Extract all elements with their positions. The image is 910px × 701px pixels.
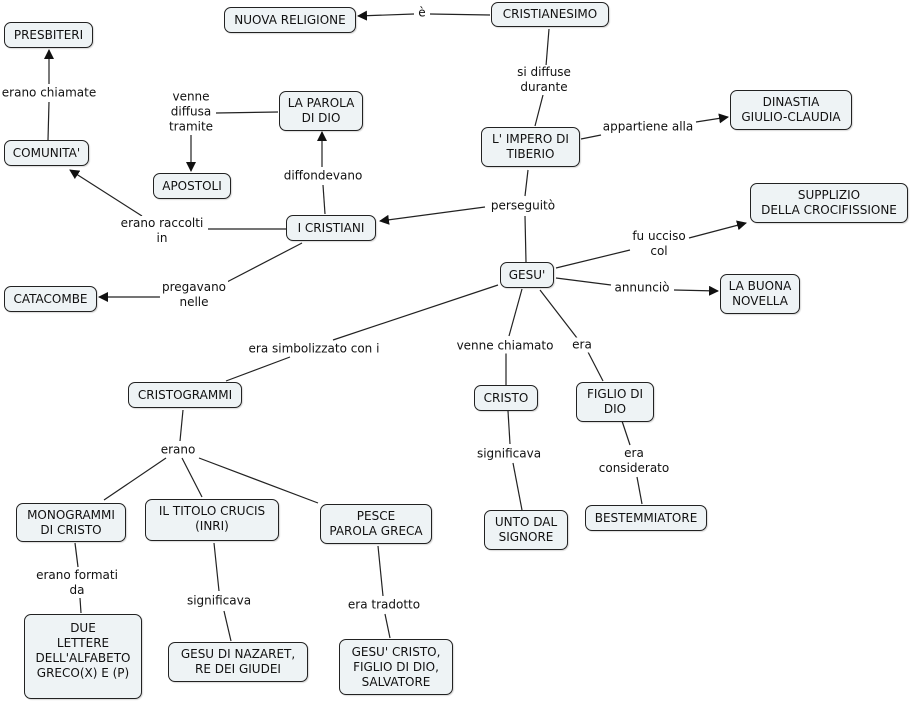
edge-line (213, 542, 220, 592)
link-label-diffondevano: diffondevano (281, 168, 365, 184)
edge-line (580, 134, 602, 140)
edge-line (524, 169, 529, 197)
edge-line (524, 215, 527, 263)
link-label-fu-ucciso-col: fu ucciso col (630, 229, 688, 259)
node-gesu-nazaret[interactable]: GESU DI NAZARET, RE DEI GIUDEI (168, 642, 308, 682)
link-label-era: era (570, 337, 594, 353)
edge-line (508, 288, 523, 337)
node-apostoli[interactable]: APOSTOLI (153, 173, 231, 199)
node-comunita[interactable]: COMUNITA' (4, 140, 89, 166)
edge-line (74, 542, 79, 568)
node-nuova-religione[interactable]: NUOVA RELIGIONE (224, 7, 356, 33)
link-label-era-considerato: era considerato (596, 446, 672, 476)
edge-line (545, 28, 550, 67)
link-label-erano-chiamate: erano chiamate (0, 85, 99, 101)
link-label-pregavano-nelle: pregavano nelle (159, 280, 229, 310)
edge-arrow (673, 285, 719, 296)
link-label-significava-cristo: significava (474, 446, 544, 462)
node-i-cristiani[interactable]: I CRISTIANI (286, 215, 376, 241)
edge-arrow (69, 169, 143, 217)
link-label-si-diffuse-durante: si diffuse durante (515, 65, 573, 95)
link-label-annuncio: annunciò (612, 280, 672, 296)
node-impero-tiberio[interactable]: L' IMPERO DI TIBERIO (481, 127, 580, 167)
edge-line (223, 610, 232, 642)
node-cristo[interactable]: CRISTO (474, 385, 538, 411)
link-label-venne-diffusa-tramite: venne diffusa tramite (166, 89, 216, 135)
edge-line (429, 13, 491, 16)
edge-line (512, 462, 523, 511)
link-label-erano-formati-da: erano formati da (34, 568, 120, 598)
link-label-appartiene-alla: appartiene alla (600, 119, 696, 135)
link-label-era-tradotto: era tradotto (345, 597, 423, 613)
node-pesce[interactable]: PESCE PAROLA GRECA (320, 504, 432, 544)
link-label-e: è (416, 5, 428, 21)
node-supplizio[interactable]: SUPPLIZIO DELLA CROCIFISSIONE (750, 183, 908, 223)
edge-arrow (688, 220, 747, 239)
node-catacombe[interactable]: CATACOMBE (4, 286, 97, 312)
node-buona-novella[interactable]: LA BUONA NOVELLA (720, 274, 800, 314)
edge-line (384, 613, 391, 639)
edge-line (215, 111, 279, 114)
edge-line (332, 284, 499, 341)
link-label-perseguito: perseguitò (488, 198, 558, 214)
edge-line (636, 476, 643, 505)
edge-arrow (379, 206, 486, 225)
edge-line (539, 289, 578, 339)
node-unto[interactable]: UNTO DAL SIGNORE (484, 510, 568, 550)
edge-line (198, 457, 319, 504)
edge-arrow (357, 10, 415, 21)
edge-line (181, 457, 203, 498)
link-label-significava-inri: significava (184, 593, 254, 609)
edge-line (322, 184, 326, 215)
node-gesu-cristo-salvatore[interactable]: GESU' CRISTO, FIGLIO DI DIO, SALVATORE (339, 639, 453, 695)
edge-line (555, 249, 631, 269)
node-bestemmiatore[interactable]: BESTEMMIATORE (585, 505, 707, 531)
edge-line (555, 277, 612, 286)
edge-line (587, 351, 604, 382)
node-due-lettere[interactable]: DUE LETTERE DELL'ALFABETO GRECO(X) E (P) (24, 614, 142, 699)
node-figlio-di-dio[interactable]: FIGLIO DI DIO (576, 382, 654, 422)
edge-arrow (695, 113, 729, 124)
edge-line (621, 420, 631, 446)
link-label-era-simbolizzato: era simbolizzato con i (246, 341, 382, 357)
node-presbiteri[interactable]: PRESBITERI (4, 22, 93, 48)
node-titolo-crucis[interactable]: IL TITOLO CRUCIS (INRI) (145, 499, 279, 541)
edge-line (224, 242, 303, 284)
node-gesu[interactable]: GESU' (500, 262, 554, 288)
link-label-erano-raccolti-in: erano raccolti in (118, 216, 206, 246)
edge-line (507, 410, 511, 445)
node-monogrammi[interactable]: MONOGRAMMI DI CRISTO (16, 503, 126, 542)
node-la-parola-di-dio[interactable]: LA PAROLA DI DIO (279, 91, 363, 131)
link-label-venne-chiamato: venne chiamato (454, 338, 556, 354)
edge-line (225, 356, 291, 382)
node-dinastia[interactable]: DINASTIA GIULIO-CLAUDIA (730, 90, 852, 130)
edge-line (47, 101, 50, 141)
edge-line (534, 94, 544, 127)
node-cristianesimo[interactable]: CRISTIANESIMO (491, 2, 609, 27)
edge-line (179, 409, 184, 442)
edge-line (79, 597, 82, 614)
link-label-erano: erano (158, 442, 198, 458)
edge-line (377, 545, 384, 597)
node-cristogrammi[interactable]: CRISTOGRAMMI (128, 382, 242, 408)
edge-line (103, 457, 167, 501)
